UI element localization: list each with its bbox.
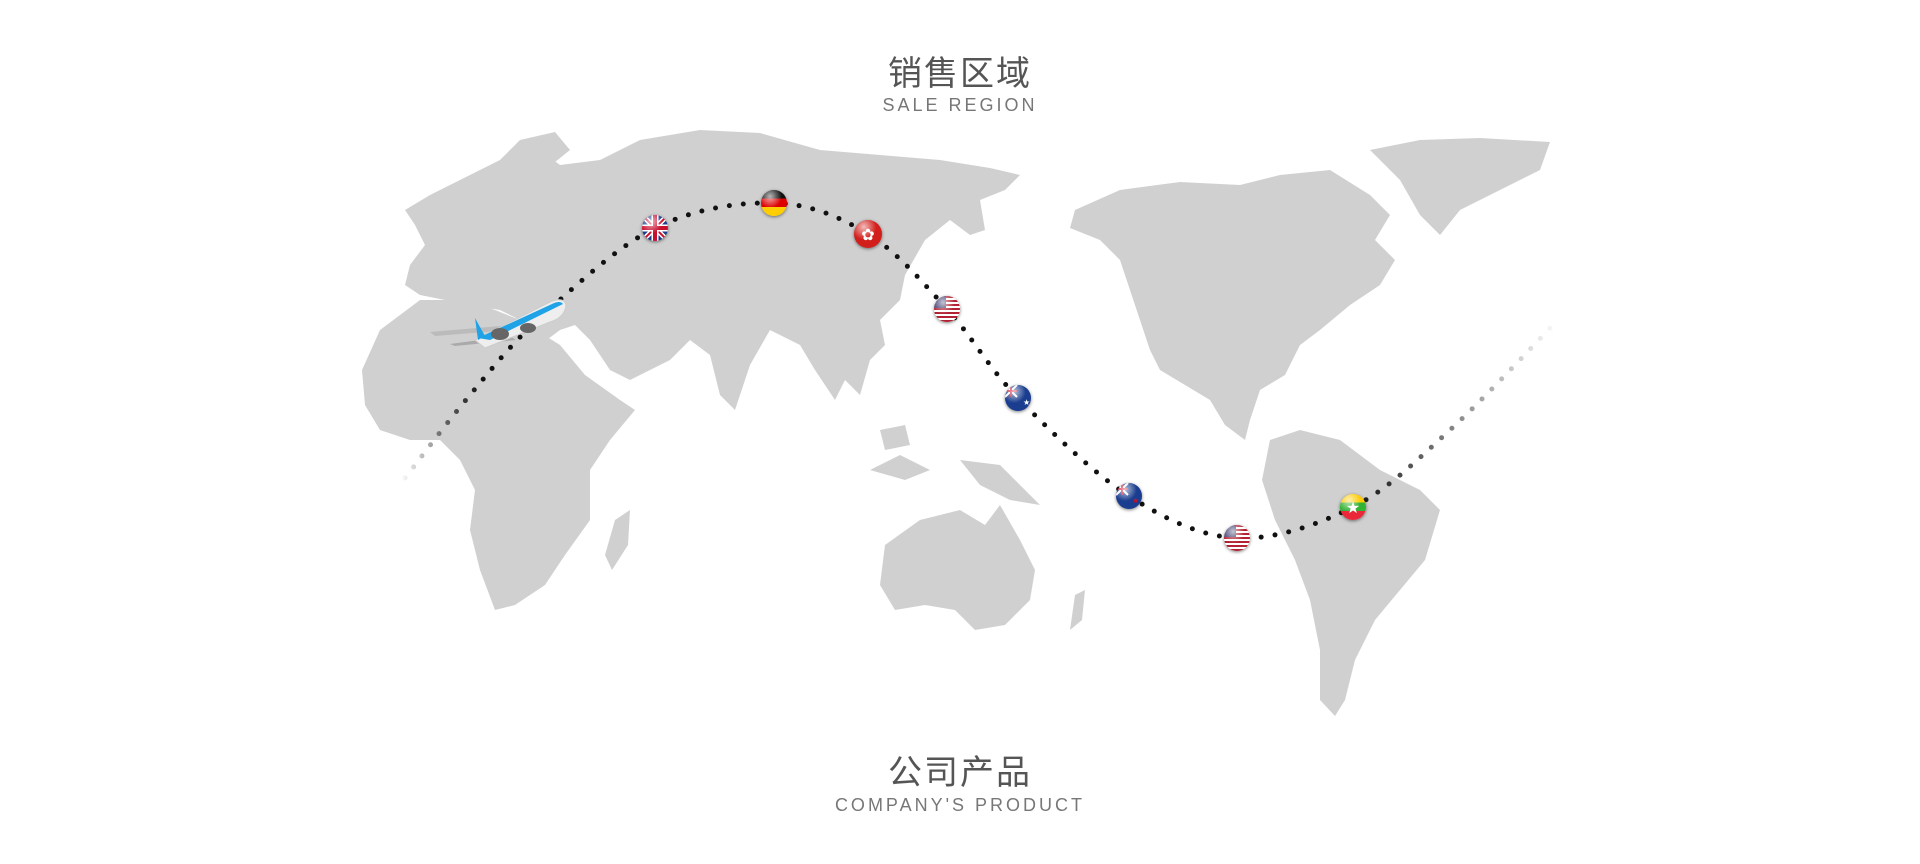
usa-flag-icon	[1224, 525, 1250, 551]
south-america	[1262, 430, 1440, 716]
madagascar	[605, 510, 630, 570]
section-title-sale-region: 销售区域	[888, 54, 1032, 94]
new-zealand	[1070, 590, 1085, 630]
australia-flag-icon: ★	[1005, 385, 1031, 411]
svg-text:★: ★	[1132, 496, 1139, 505]
svg-text:★: ★	[1346, 498, 1360, 517]
airplane-icon	[430, 290, 570, 350]
myanmar-flag-icon: ★	[1340, 494, 1366, 520]
uk-island	[458, 185, 478, 222]
section-title-company-product: 公司产品	[888, 753, 1032, 793]
new-zealand-flag-icon: ★	[1116, 483, 1142, 509]
continents	[362, 130, 1550, 716]
africa	[362, 300, 635, 610]
eurasia	[405, 130, 1020, 410]
north-america	[1070, 170, 1395, 440]
australia	[880, 505, 1035, 630]
southeast-asia	[870, 425, 1040, 505]
scandinavia	[500, 132, 570, 180]
germany-flag-icon	[761, 190, 787, 216]
uk-flag-icon	[642, 215, 668, 241]
greenland	[1370, 138, 1550, 235]
usa-flag-icon	[934, 296, 960, 322]
section-subtitle-sale-region: SALE REGION	[882, 95, 1038, 115]
svg-text:✿: ✿	[861, 225, 874, 244]
hong-kong-flag-icon: ✿	[854, 220, 882, 248]
section-subtitle-company-product: COMPANY'S PRODUCT	[834, 795, 1086, 815]
